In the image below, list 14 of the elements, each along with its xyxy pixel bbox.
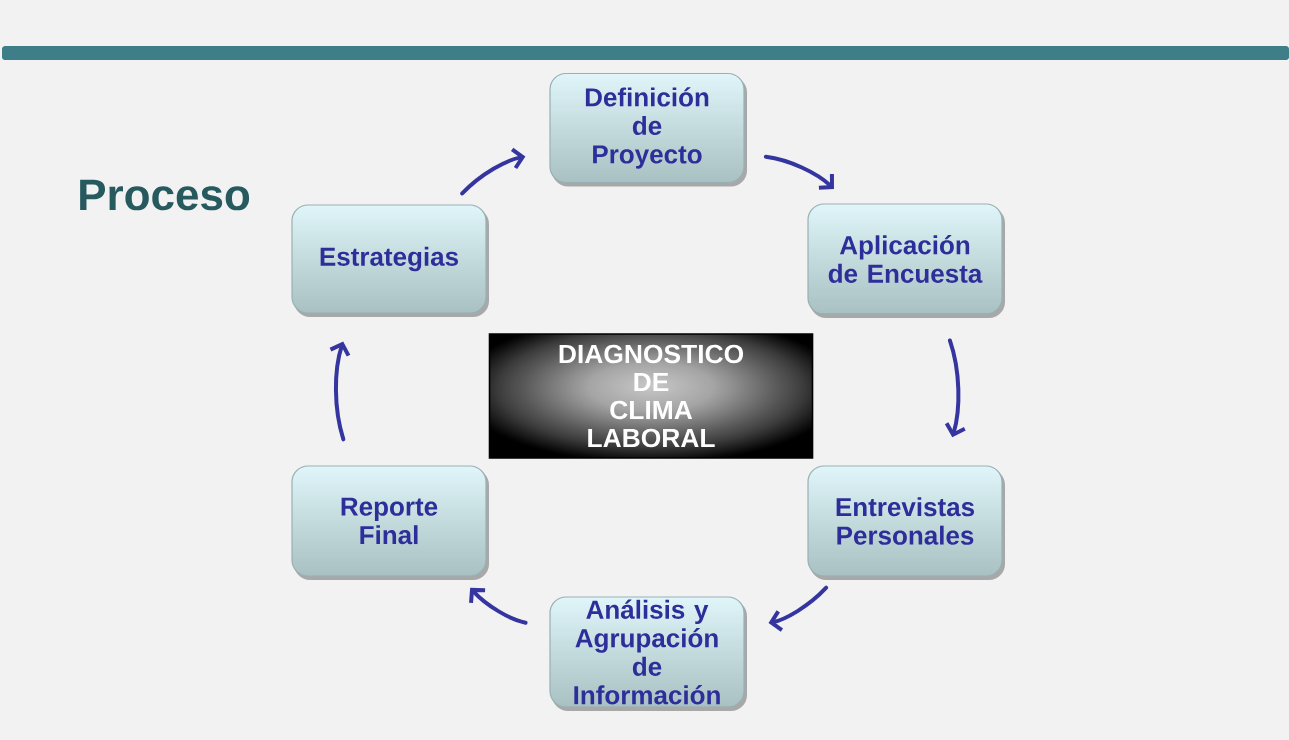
center-box: DIAGNOSTICO DE CLIMA LABORAL <box>488 333 814 459</box>
arrow <box>944 338 966 438</box>
arrow <box>460 147 526 196</box>
arrow <box>469 587 528 625</box>
process-box: Análisis y Agrupación de Información <box>549 596 747 711</box>
arrow <box>329 341 351 442</box>
process-box: Estrategias <box>291 204 489 317</box>
arrow <box>768 585 829 632</box>
arrow <box>763 154 834 190</box>
title: Proceso <box>80 179 250 211</box>
process-box: Definición de Proyecto <box>549 72 747 187</box>
process-box: Aplicación de Encuesta <box>807 203 1005 318</box>
process-box: Entrevistas Personales <box>807 465 1005 580</box>
process-box: Reporte Final <box>291 465 489 580</box>
